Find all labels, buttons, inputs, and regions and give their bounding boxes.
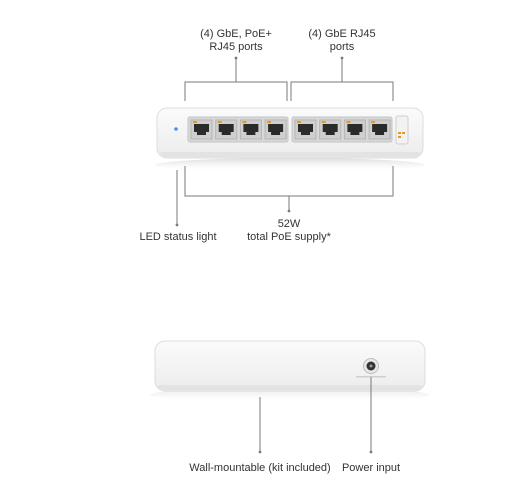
gbe-ports-bracket xyxy=(290,56,394,101)
gbe-ports-label: (4) GbE RJ45 ports xyxy=(292,28,392,54)
rj45-port xyxy=(294,119,317,140)
switch-front-view xyxy=(155,107,425,172)
poe-ports-label: (4) GbE, PoE+ RJ45 ports xyxy=(186,28,286,54)
wall-mount-leader xyxy=(258,397,262,454)
wall-mount-label: Wall-mountable (kit included) xyxy=(189,462,331,474)
poe-ports-label-line2: RJ45 ports xyxy=(209,41,263,53)
poe-supply-label-line1: 52W xyxy=(277,218,301,230)
gbe-ports-label-line1: (4) GbE RJ45 xyxy=(308,28,376,40)
poe-supply-bracket xyxy=(184,166,394,213)
rj45-port xyxy=(264,119,287,140)
poe-supply-label-line2: total PoE supply* xyxy=(247,231,331,243)
power-input-label: Power input xyxy=(341,462,401,474)
poe-ports-bracket xyxy=(184,56,288,101)
led-leader xyxy=(175,170,179,227)
switch-rear-view xyxy=(150,340,430,403)
gbe-ports-label-line2: ports xyxy=(329,41,355,53)
led-status-label: LED status light xyxy=(139,231,217,243)
rj45-port xyxy=(319,119,342,140)
rj45-port xyxy=(190,119,213,140)
rj45-port xyxy=(368,119,391,140)
rj45-ports xyxy=(190,119,391,140)
poe-ports-label-line1: (4) GbE, PoE+ xyxy=(200,28,272,40)
rj45-port xyxy=(343,119,366,140)
rj45-port xyxy=(215,119,238,140)
power-input-leader xyxy=(369,377,373,454)
poe-supply-label: 52W total PoE supply* xyxy=(229,218,349,244)
rj45-port xyxy=(239,119,262,140)
status-led xyxy=(174,127,178,131)
